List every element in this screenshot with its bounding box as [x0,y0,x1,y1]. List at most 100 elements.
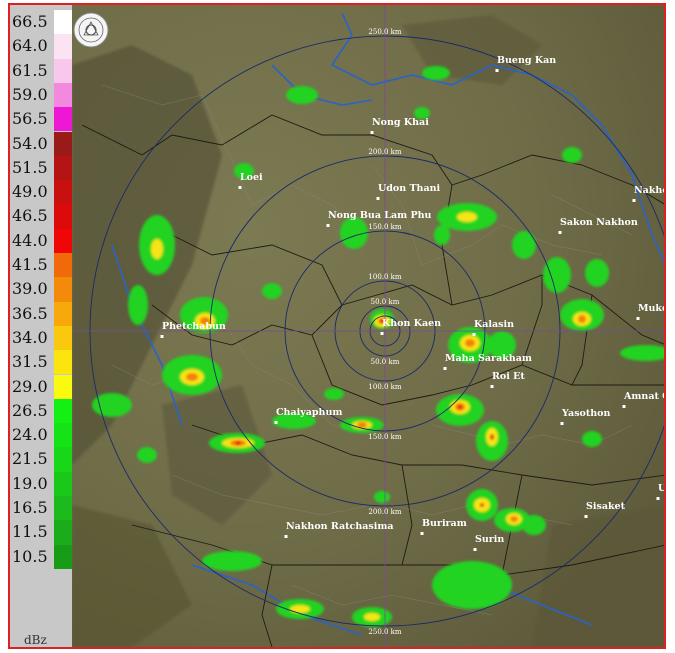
range-ring-label: 150.0 km [368,433,402,441]
legend-entry: 31.5 [10,350,72,375]
legend-entry-swatch [54,520,72,545]
city-marker[interactable]: Sisaket [584,501,626,518]
legend-entry-label: 24.0 [12,425,48,445]
city-marker[interactable]: Maha Sarakham [443,353,532,370]
radar-crosshair [72,5,664,647]
legend-entry-label: 10.5 [12,546,48,566]
legend-entry-label: 19.0 [12,473,48,493]
legend-entry-label: 41.5 [12,255,48,274]
city-name: Amnat Ch [623,391,666,402]
legend-entry: 64.0 [10,34,72,59]
legend-entry-swatch [54,34,72,59]
city-marker[interactable]: Chaiyaphum [274,407,343,424]
legend-entry-label: 21.5 [12,449,48,469]
city-dot [632,199,636,202]
city-marker[interactable]: Roi Et [490,371,526,388]
city-name: Bueng Kan [497,55,556,66]
legend-entry-label: 56.5 [12,109,48,129]
range-ring-label: 100.0 km [368,273,402,281]
city-dot [380,332,384,335]
city-name: Yasothon [561,408,611,419]
legend-entry: 11.5 [10,520,72,545]
city-dot [473,548,477,551]
legend-entry-label: 59.0 [12,84,48,104]
city-name: Buriram [422,518,467,529]
city-marker[interactable]: Sakon Nakhon [558,217,638,234]
city-marker[interactable]: Loei [238,172,264,189]
city-name: Kalasin [474,319,514,330]
legend-entry: 16.5 [10,496,72,521]
legend-entry: 59.0 [10,82,72,108]
city-marker[interactable]: Surin [473,534,505,551]
city-dot [370,131,374,134]
legend-entry-swatch [54,180,72,205]
city-marker[interactable]: Nong Khai [370,117,430,134]
range-ring-label: 50.0 km [371,298,400,306]
city-marker[interactable]: Buriram [420,518,467,535]
legend-entry: 66.5 [10,10,72,35]
city-marker[interactable]: Nong Bua Lam Phu [326,210,432,227]
legend-entry-swatch [54,325,72,351]
legend-entry-label: 61.5 [12,60,48,80]
city-name: Maha Sarakham [445,353,532,364]
legend-entry-swatch [54,204,72,229]
legend-entry: 49.0 [10,180,72,205]
legend-entry: 34.0 [10,325,72,351]
city-dot [420,532,424,535]
legend-entry: 39.0 [10,277,72,302]
city-name: Nong Bua Lam Phu [328,210,432,221]
city-name: Khon Kaen [382,318,441,329]
legend-entry: 61.5 [10,58,72,83]
city-marker[interactable]: Mukdah [636,303,667,320]
city-dot [560,422,564,425]
city-name: Nakhon [634,185,666,196]
city-marker[interactable]: Yasothon [560,408,611,425]
legend-entry-label: 36.5 [12,303,48,323]
legend-entry-label: 64.0 [12,36,48,56]
city-name: Nong Khai [372,117,429,128]
city-name: Chaiyaphum [276,407,342,418]
city-name: Surin [475,534,504,545]
legend-entry: 29.0 [10,374,72,399]
city-marker[interactable]: Phetchabun [160,321,226,338]
city-dot [160,335,164,338]
range-ring-label: 100.0 km [368,383,402,391]
city-name: Roi Et [492,371,525,382]
legend-entry-label: 34.0 [12,327,48,347]
city-dot [558,231,562,234]
legend-entry: 10.5 [10,544,72,569]
tmd-logo-seal [73,12,109,48]
legend-entry-swatch [54,471,72,496]
city-marker[interactable]: Udon Thani [376,183,441,200]
legend-entry-swatch [54,398,72,424]
legend-entry-swatch [54,58,72,83]
city-marker[interactable]: Khon Kaen [380,318,442,335]
range-ring-label: 250.0 km [368,28,402,36]
city-marker[interactable]: Nakhon [632,185,667,202]
legend-entry-swatch [54,301,72,326]
precipitation-echoes [92,66,664,627]
city-marker[interactable]: Kalasin [472,319,515,336]
legend-entry-swatch [54,253,72,278]
legend-entry: 46.5 [10,204,72,229]
legend-entry-swatch [54,131,72,156]
legend-entry-swatch [54,447,72,472]
city-marker[interactable]: Amnat Ch [622,391,667,408]
city-dot [656,497,660,500]
city-dot [238,186,242,189]
range-ring-label: 200.0 km [368,508,402,516]
legend-entry-swatch [54,544,72,569]
legend-entry: 41.5 [10,253,72,278]
city-dot [376,197,380,200]
city-marker[interactable]: Bueng Kan [495,55,557,72]
city-name: Mukdah [638,303,666,314]
city-marker[interactable]: Nakhon Ratchasima [284,521,394,538]
city-dot [326,224,330,227]
city-marker[interactable]: Ubo [656,483,667,500]
city-name: Loei [240,172,263,183]
legend-entry-label: 39.0 [12,279,48,299]
